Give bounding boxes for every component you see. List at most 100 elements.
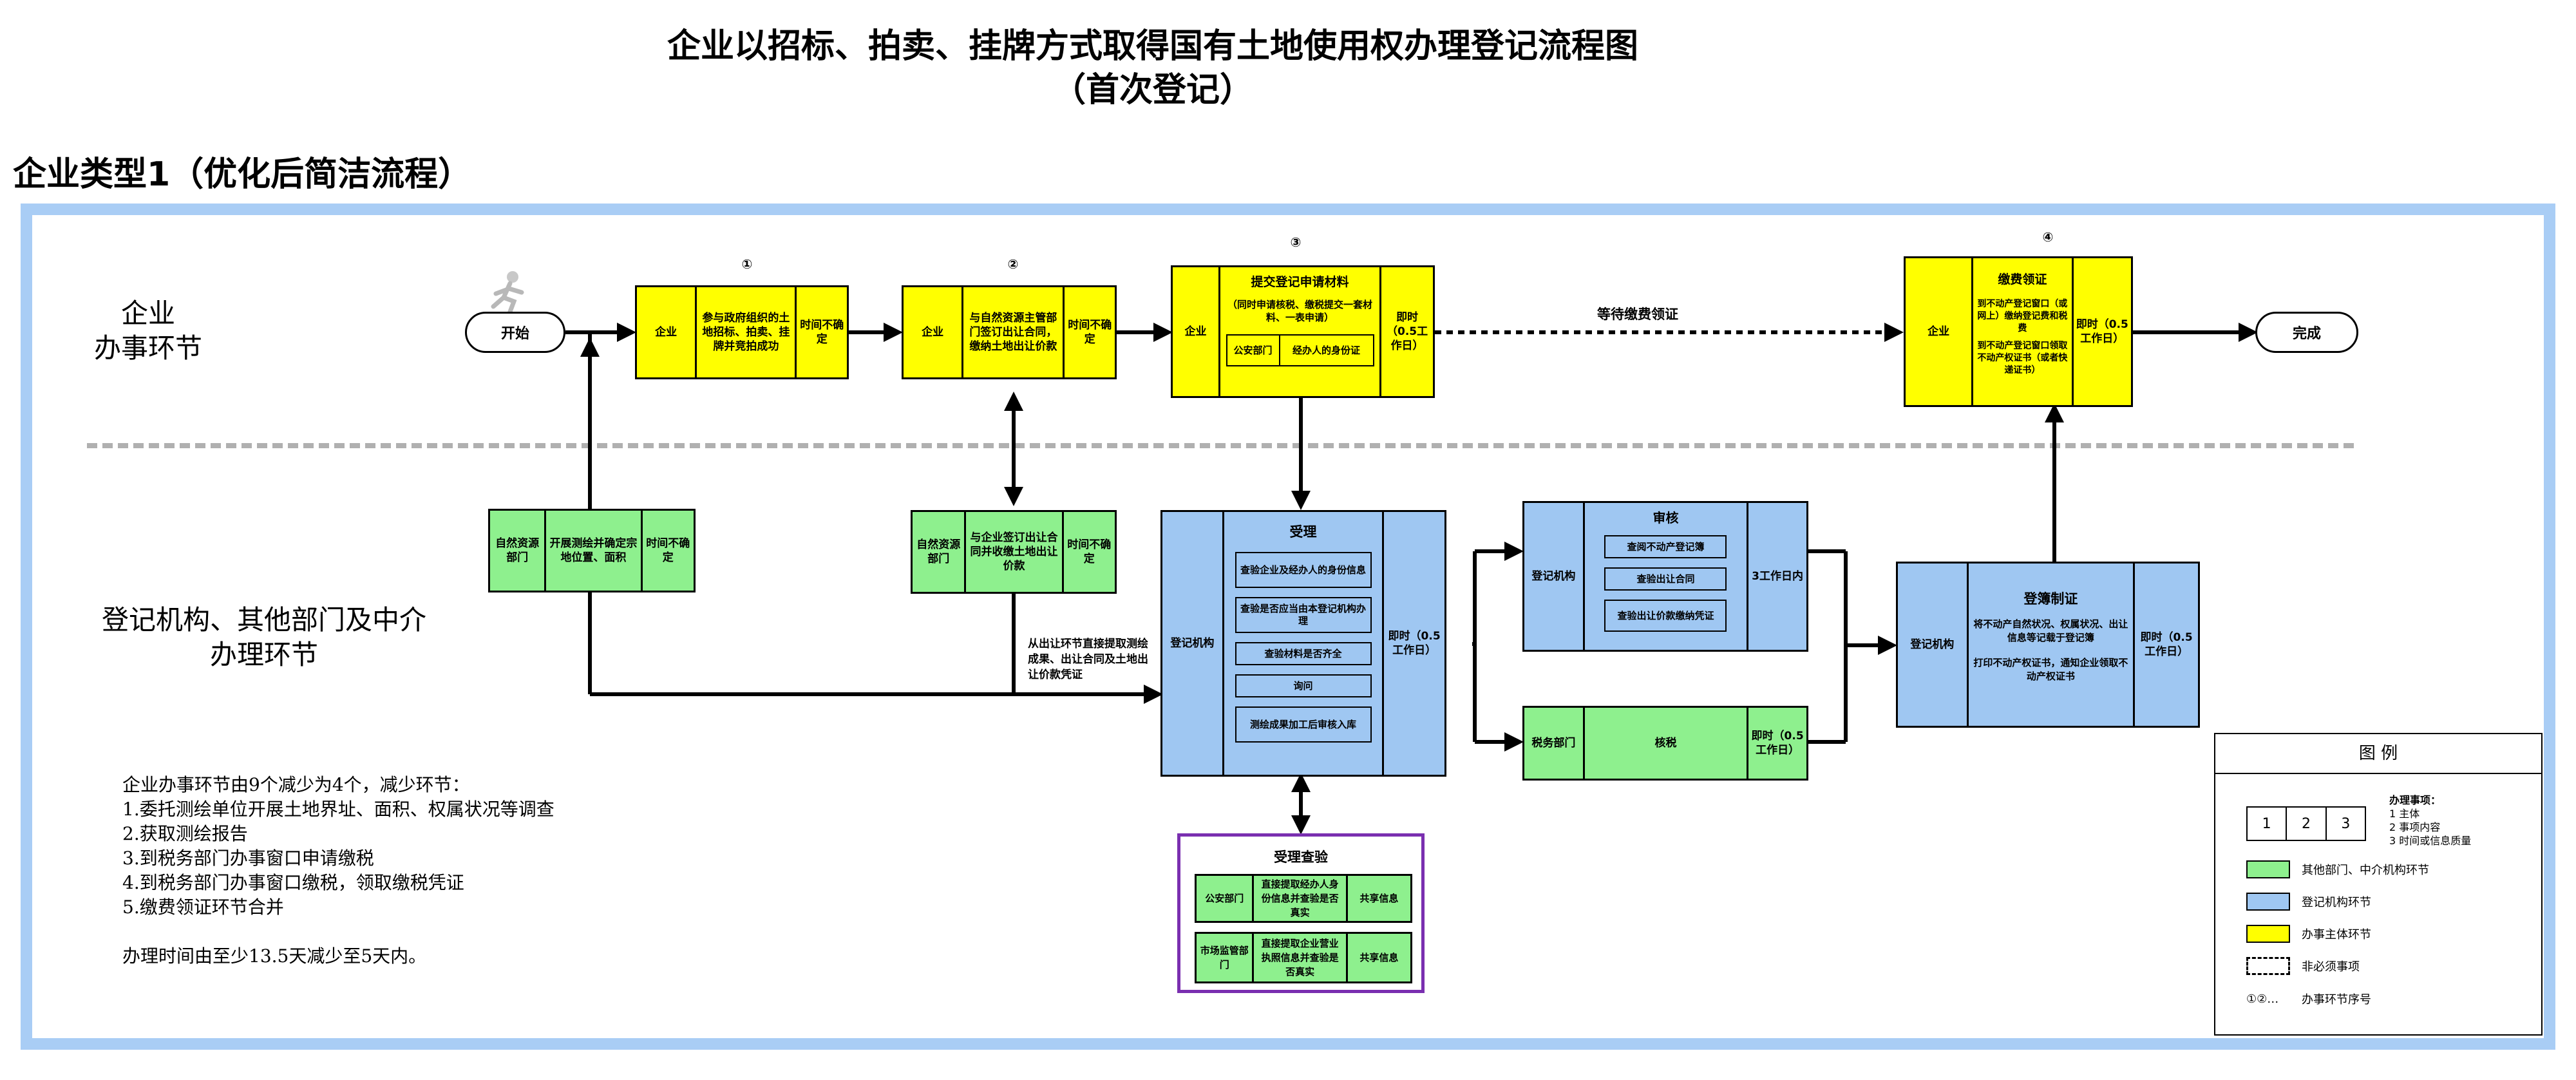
verify-row1-content: 直接提取经办人身份信息并查验是否真实 [1252, 876, 1345, 921]
step3-desc: （同时申请核税、缴税提交一套材料、一表申请） [1227, 299, 1373, 323]
note-line: 办理时间由至少13.5天减少至5天内。 [122, 945, 427, 967]
step4-box: 企业 缴费领证 到不动产登记窗口（或网上）缴纳登记费和税费 到不动产登记窗口领取… [1904, 256, 2133, 407]
legend-item: 3 时间或信息质量 [2389, 835, 2472, 847]
legend-yellow: 办事主体环节 [2246, 925, 2371, 943]
register-time: 即时（0.5工作日） [2133, 564, 2198, 726]
review-content: 审核 查阅不动产登记簿 查验出让合同 查验出让价款缴纳凭证 [1582, 503, 1747, 650]
legend-seq-label: 办事环节序号 [2302, 993, 2371, 1007]
legend-items: 办理事项： 1 主体 2 事项内容 3 时间或信息质量 [2389, 793, 2471, 848]
tax-box: 税务部门 核税 即时（0.5工作日） [1522, 706, 1808, 781]
verify-row2-info: 共享信息 [1345, 934, 1410, 981]
step3-subject: 企业 [1184, 325, 1207, 338]
review-box: 登记机构 审核 查阅不动产登记簿 查验出让合同 查验出让价款缴纳凭证 3工作日内 [1522, 501, 1808, 652]
verify-row-market: 市场监管部门 直接提取企业营业执照信息并查验是否真实 共享信息 [1195, 932, 1412, 983]
legend: 图 例 1 2 3 办理事项： 1 主体 2 事项内容 3 时间或信息质量 其他… [2214, 733, 2543, 1036]
legend-yellow-swatch [2246, 925, 2290, 943]
note-line: 2.获取测绘报告 [122, 823, 248, 844]
page-title: 企业以招标、拍卖、挂牌方式取得国有土地使用权办理登记流程图 [667, 27, 1638, 66]
step-number-4: ④ [2042, 229, 2054, 245]
accept-item: 查验是否应当由本登记机构办理 [1235, 597, 1372, 633]
wait-label: 等待缴费领证 [1597, 307, 1678, 322]
legend-blue: 登记机构环节 [2246, 893, 2371, 911]
review-title: 审核 [1653, 510, 1679, 526]
legend-cell: 1 [2262, 815, 2271, 832]
review-item: 查阅不动产登记簿 [1604, 535, 1727, 558]
lane-enterprise-line1: 企业 [120, 298, 175, 329]
tax-content: 核税 [1582, 708, 1747, 779]
legend-cell: 2 [2286, 808, 2325, 840]
step3-time: 即时（0.5工作日） [1379, 267, 1433, 396]
register-content: 登簿制证 将不动产自然状况、权属状况、出让信息等记载于登记簿 打印不动产权证书，… [1966, 564, 2134, 726]
verify-row1-info: 共享信息 [1345, 876, 1410, 921]
survey-subject: 自然资源部门 [495, 537, 540, 564]
accept-item: 询问 [1235, 674, 1372, 697]
accept-title: 受理 [1289, 524, 1317, 540]
accept-box: 登记机构 受理 查验企业及经办人的身份信息 查验是否应当由本登记机构办理 查验材… [1160, 510, 1446, 777]
step2-subject: 企业 [922, 326, 944, 339]
step1-time: 时间不确定 [795, 287, 847, 377]
note-line: 1.委托测绘单位开展土地界址、面积、权属状况等调查 [122, 799, 554, 820]
legend-cell: 3 [2325, 808, 2365, 840]
step3-box: 企业 提交登记申请材料 （同时申请核税、缴税提交一套材料、一表申请） 公安部门 … [1171, 265, 1435, 398]
register-subject: 登记机构 [1910, 638, 1955, 651]
accept-time: 即时（0.5工作日） [1382, 512, 1444, 775]
step4-time: 即时（0.5工作日） [2071, 258, 2131, 405]
verify-row-police: 公安部门 直接提取经办人身份信息并查验是否真实 共享信息 [1195, 874, 1412, 923]
legend-seq: ①②… 办事环节序号 [2246, 990, 2371, 1007]
runner-icon [491, 271, 524, 314]
accept-subject: 登记机构 [1170, 637, 1215, 650]
legend-item: 1 主体 [2389, 808, 2420, 820]
note-line [122, 920, 702, 944]
legend-blue-swatch [2246, 893, 2290, 911]
lane-agencies-line2: 办理环节 [209, 639, 318, 670]
legend-green-swatch [2246, 860, 2290, 878]
legend-title: 图 例 [2215, 734, 2541, 774]
step4-subject: 企业 [1927, 325, 1950, 338]
legend-blue-label: 登记机构环节 [2302, 896, 2371, 909]
accept-item: 查验材料是否齐全 [1235, 642, 1372, 665]
note-line: 5.缴费领证环节合并 [122, 896, 284, 918]
review-item: 查验出让价款缴纳凭证 [1604, 600, 1727, 632]
register-box: 登记机构 登簿制证 将不动产自然状况、权属状况、出让信息等记载于登记簿 打印不动… [1896, 562, 2200, 728]
step-number-1: ① [741, 256, 753, 272]
page-subtitle: （首次登记） [1052, 71, 1253, 109]
lane-agencies: 登记机构、其他部门及中介 办理环节 [77, 603, 451, 672]
legend-dashed-swatch [2246, 957, 2290, 975]
verify-title: 受理查验 [1274, 849, 1328, 865]
step1-subject: 企业 [655, 326, 677, 339]
direct-extract-note: 从出让环节直接提取测绘成果、出让合同及土地出让价款凭证 [1028, 638, 1148, 681]
legend-sample-box: 1 2 3 [2246, 806, 2366, 841]
step2-content: 与自然资源主管部门签订出让合同，缴纳土地出让价款 [961, 287, 1063, 377]
review-time: 3工作日内 [1747, 503, 1806, 650]
note-line: 3.到税务部门办事窗口申请缴税 [122, 848, 374, 869]
register-desc2: 打印不动产权证书，通知企业领取不动产权证书 [1973, 657, 2128, 682]
step2-time: 时间不确定 [1063, 287, 1115, 377]
accept-item: 查验企业及经办人的身份信息 [1235, 552, 1372, 588]
legend-green-label: 其他部门、中介机构环节 [2302, 864, 2429, 877]
verify-row2-content: 直接提取企业营业执照信息并查验是否真实 [1252, 934, 1345, 981]
accept-item: 测绘成果加工后审核入库 [1235, 706, 1372, 743]
verify-row1-subject: 公安部门 [1205, 893, 1244, 904]
step2-box: 企业 与自然资源主管部门签订出让合同，缴纳土地出让价款 时间不确定 [902, 285, 1117, 379]
step3-title: 提交登记申请材料 [1251, 275, 1349, 289]
end-node: 完成 [2255, 312, 2358, 353]
review-subject: 登记机构 [1531, 570, 1576, 583]
section-title: 企业类型1（优化后简洁流程） [13, 155, 472, 194]
legend-green: 其他部门、中介机构环节 [2246, 860, 2429, 878]
step4-desc1: 到不动产登记窗口（或网上）缴纳登记费和税费 [1977, 299, 2068, 334]
register-desc1: 将不动产自然状况、权属状况、出让信息等记载于登记簿 [1973, 618, 2128, 643]
step4-title: 缴费领证 [1998, 272, 2047, 287]
tax-subject: 税务部门 [1531, 737, 1576, 750]
step1-content: 参与政府组织的土地招标、拍卖、挂牌并竞拍成功 [695, 287, 795, 377]
step3-content: 提交登记申请材料 （同时申请核税、缴税提交一套材料、一表申请） 公安部门 经办人… [1218, 267, 1379, 396]
contract-subject: 自然资源部门 [916, 538, 961, 565]
legend-seq-symbol: ①②… [2246, 992, 2279, 1006]
tax-time: 即时（0.5工作日） [1747, 708, 1806, 779]
reduction-notes: 企业办事环节由9个减少为4个，减少环节： 1.委托测绘单位开展土地界址、面积、权… [122, 773, 702, 969]
start-node: 开始 [465, 312, 565, 353]
step4-content: 缴费领证 到不动产登记窗口（或网上）缴纳登记费和税费 到不动产登记窗口领取不动产… [1971, 258, 2071, 405]
step3-sub-id: 经办人的身份证 [1280, 334, 1374, 366]
lane-agencies-line1: 登记机构、其他部门及中介 [101, 604, 426, 636]
review-item: 查验出让合同 [1604, 567, 1727, 591]
contract-content: 与企业签订出让合同并收缴土地出让价款 [964, 512, 1061, 592]
